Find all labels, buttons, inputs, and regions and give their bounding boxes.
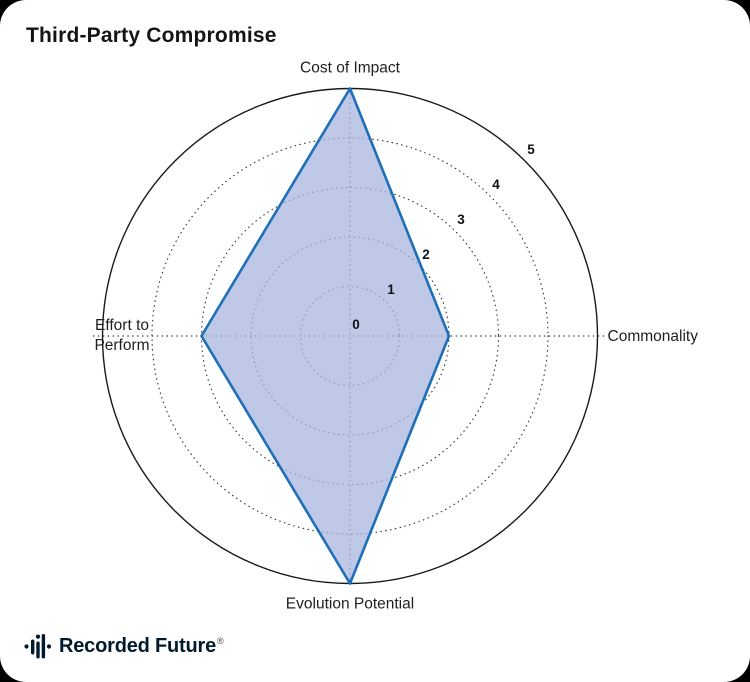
ring-tick-label: 4 [492, 177, 500, 192]
ring-tick-label: 2 [422, 247, 430, 262]
brand-text: Recorded Future [59, 635, 217, 657]
recorded-future-logo-icon [24, 634, 52, 659]
ring-tick-label: 5 [527, 142, 535, 157]
registered-mark: ® [217, 636, 224, 646]
brand-name: Recorded Future® [59, 635, 224, 658]
axis-label: Commonality [608, 328, 699, 345]
axis-label: Evolution Potential [286, 596, 414, 613]
data-polygon [200, 87, 451, 585]
ring-tick-label: 0 [352, 317, 360, 332]
ring-tick-label: 1 [387, 282, 395, 297]
axis-label: Cost of Impact [300, 60, 401, 77]
ring-tick-label: 3 [457, 212, 465, 227]
grid-ring [151, 137, 549, 535]
chart-title: Third-Party Compromise [26, 24, 277, 47]
brand-footer: Recorded Future® [24, 633, 224, 660]
